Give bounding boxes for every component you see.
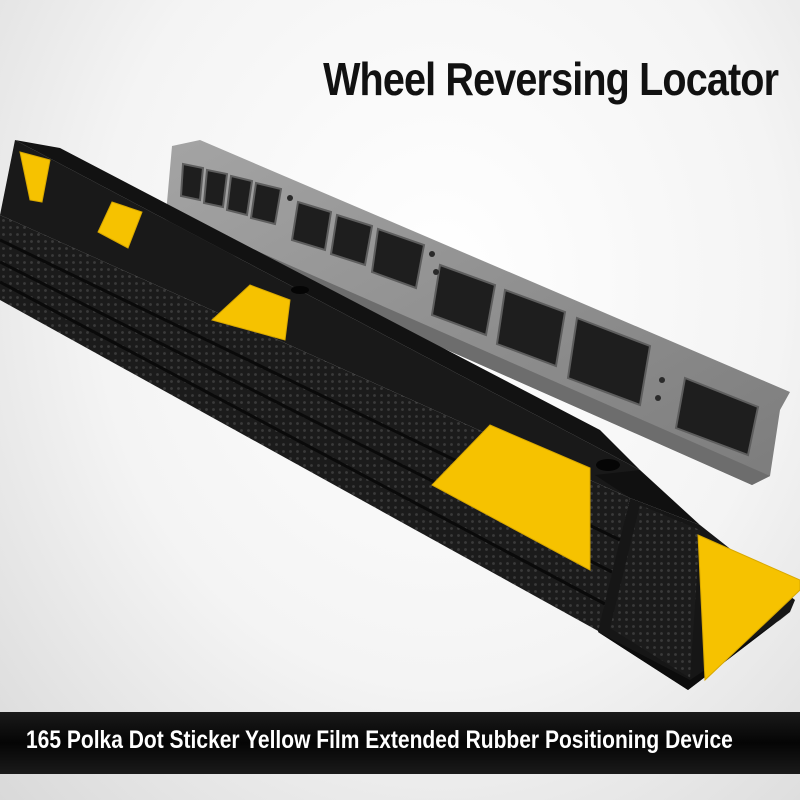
reflector-patch: [210, 284, 291, 341]
reflector-patch: [19, 151, 51, 203]
yellow-reflectors: [19, 151, 800, 682]
mounting-hole: [596, 459, 620, 471]
page-title: Wheel Reversing Locator: [322, 53, 779, 105]
product-caption: 165 Polka Dot Sticker Yellow Film Extend…: [26, 726, 733, 754]
caption-bar: 165 Polka Dot Sticker Yellow Film Extend…: [0, 712, 800, 774]
gray-block: [165, 140, 790, 485]
mounting-hole: [291, 286, 309, 294]
block-holes: [287, 195, 665, 401]
rubber-stopper: [0, 140, 795, 690]
reflector-patch: [431, 424, 591, 571]
reflector-patch: [697, 534, 800, 682]
reflector-patch: [97, 201, 143, 249]
block-cavities: [179, 162, 760, 457]
